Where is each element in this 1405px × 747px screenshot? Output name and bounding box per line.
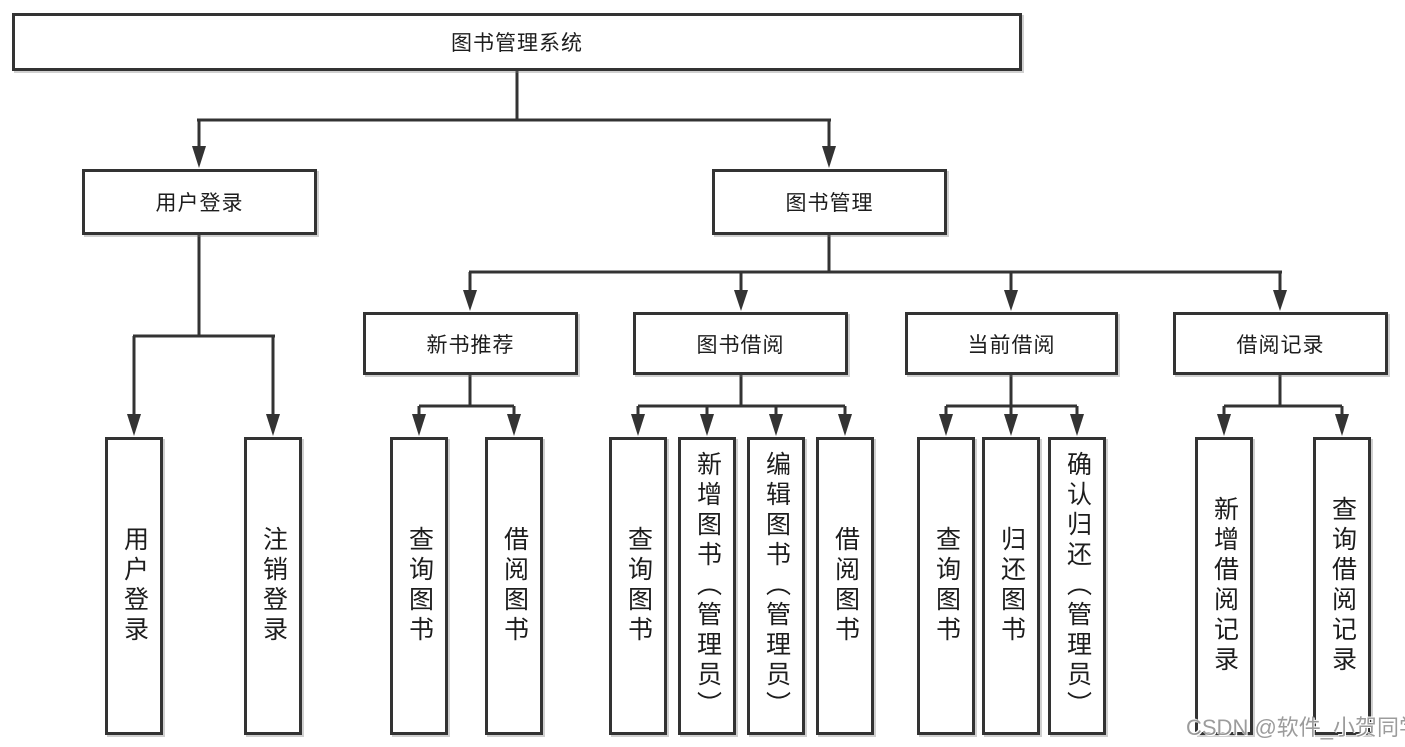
- leaf-edit-books-admin: 编辑图书（管理员）: [747, 437, 805, 735]
- arrowhead: [412, 414, 426, 436]
- connector-path: [132, 70, 1344, 414]
- leaf-user-login: 用户登录: [105, 437, 163, 735]
- arrowhead: [507, 414, 521, 436]
- leaf-confirm-return-admin: 确认归还（管理员）: [1048, 437, 1106, 735]
- leaf-label: 注销登录: [259, 526, 288, 646]
- arrowhead: [266, 414, 280, 436]
- arrowhead: [192, 146, 206, 168]
- leaf-logout: 注销登录: [244, 437, 302, 735]
- arrowhead: [1004, 414, 1018, 436]
- leaf-label: 查询图书: [932, 526, 961, 646]
- leaf-label: 查询借阅记录: [1328, 496, 1357, 676]
- leaf-add-borrow-record: 新增借阅记录: [1195, 437, 1253, 735]
- leaf-label: 确认归还（管理员）: [1063, 451, 1092, 721]
- arrowhead: [1217, 414, 1231, 436]
- arrowhead: [822, 146, 836, 168]
- node-user-login-branch: 用户登录: [82, 169, 317, 235]
- leaf-query-books-borrow: 查询图书: [609, 437, 667, 735]
- leaf-query-borrow-record: 查询借阅记录: [1313, 437, 1371, 735]
- node-borrowing-records: 借阅记录: [1173, 312, 1388, 375]
- leaf-return-books: 归还图书: [982, 437, 1040, 735]
- arrowhead: [463, 290, 477, 311]
- arrowhead: [1273, 290, 1287, 311]
- arrowhead: [1070, 414, 1084, 436]
- arrowheads: [127, 146, 1349, 436]
- node-book-management: 图书管理: [712, 169, 947, 235]
- leaf-label: 编辑图书（管理员）: [762, 451, 791, 721]
- leaf-label: 归还图书: [997, 526, 1026, 646]
- node-label: 当前借阅: [967, 333, 1056, 357]
- leaf-label: 借阅图书: [500, 526, 529, 646]
- leaf-query-books-recommend: 查询图书: [390, 437, 448, 735]
- node-label: 图书管理系统: [451, 32, 583, 55]
- watermark: CSDN @软件_小贺同学: [1186, 715, 1405, 740]
- leaf-label: 查询图书: [405, 526, 434, 646]
- node-label: 用户登录: [155, 192, 244, 215]
- arrowhead: [838, 414, 852, 436]
- leaf-query-books-current: 查询图书: [917, 437, 975, 735]
- arrowhead: [939, 414, 953, 436]
- leaf-add-books-admin: 新增图书（管理员）: [678, 437, 736, 735]
- leaf-label: 新增图书（管理员）: [693, 451, 722, 721]
- node-current-borrowing: 当前借阅: [905, 312, 1118, 375]
- arrowhead: [769, 414, 783, 436]
- arrowhead: [734, 290, 748, 311]
- leaf-label: 用户登录: [120, 526, 149, 646]
- leaf-label: 新增借阅记录: [1210, 496, 1239, 676]
- node-library-system: 图书管理系统: [12, 13, 1022, 71]
- node-label: 新书推荐: [426, 333, 515, 357]
- leaf-borrow-books: 借阅图书: [816, 437, 874, 735]
- node-new-book-recommend: 新书推荐: [363, 312, 578, 375]
- leaf-label: 借阅图书: [831, 526, 860, 646]
- arrowhead: [700, 414, 714, 436]
- arrowhead: [1004, 290, 1018, 311]
- node-book-borrowing: 图书借阅: [633, 312, 848, 375]
- node-label: 借阅记录: [1236, 333, 1325, 357]
- node-label: 图书借阅: [696, 333, 785, 357]
- arrowhead: [127, 414, 141, 436]
- leaf-borrow-books-recommend: 借阅图书: [485, 437, 543, 735]
- arrowhead: [631, 414, 645, 436]
- node-label: 图书管理: [785, 192, 874, 215]
- arrowhead: [1335, 414, 1349, 436]
- leaf-label: 查询图书: [624, 526, 653, 646]
